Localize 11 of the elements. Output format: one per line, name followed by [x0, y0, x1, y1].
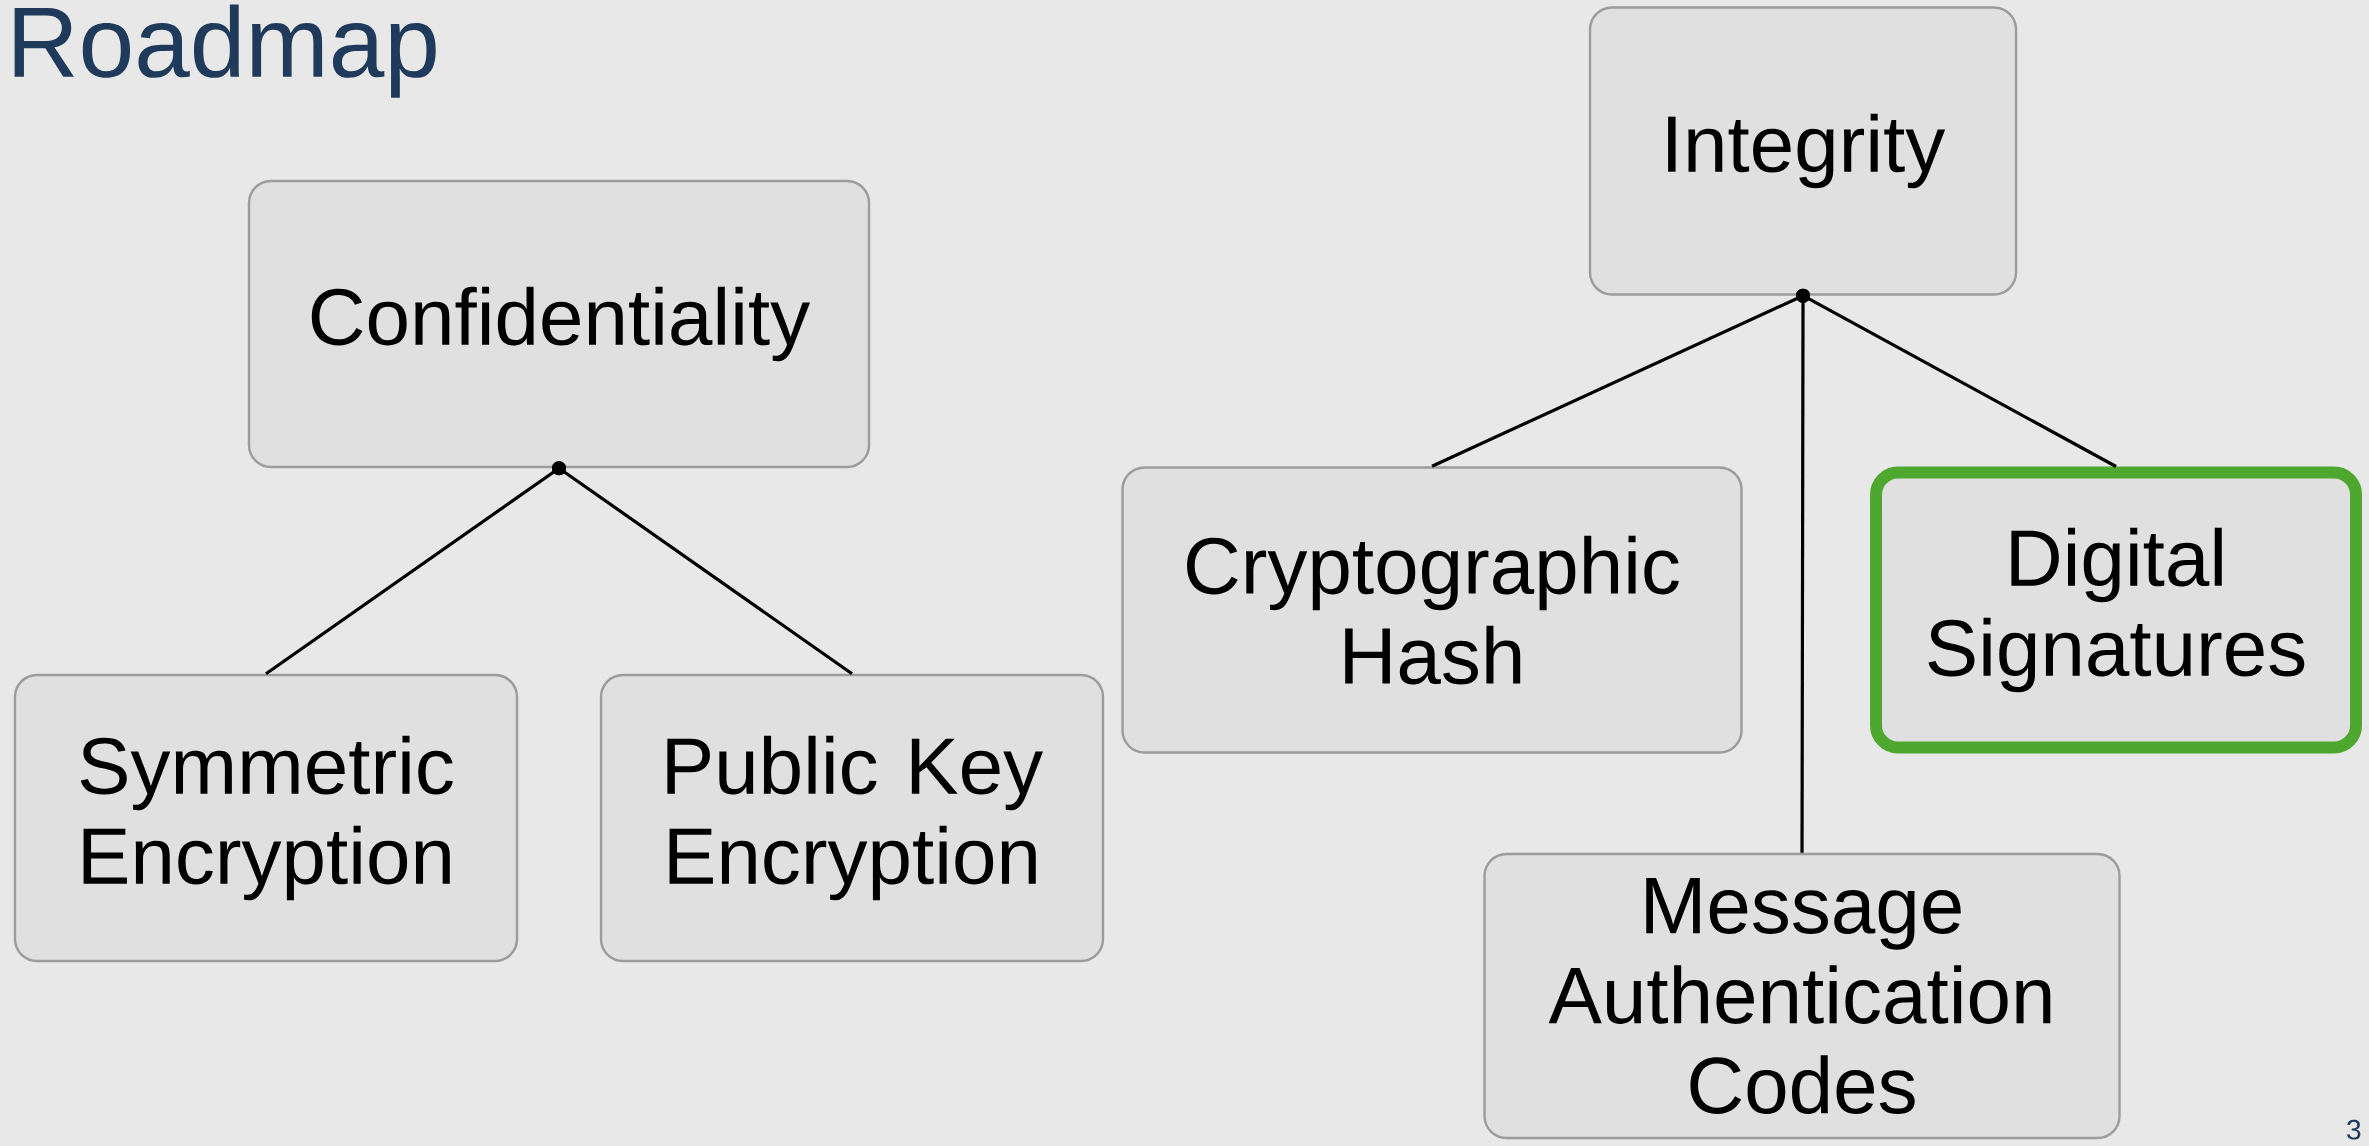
slide-title: Roadmap	[14, 4, 436, 98]
topic-box: Confidentiality	[247, 179, 871, 469]
connector-line	[1796, 288, 2117, 468]
page-number: 3	[2347, 1119, 2361, 1140]
topic-box: Symmetric Encryption	[13, 673, 519, 963]
topic-box: Message Authentication Codes	[1483, 852, 2121, 1140]
topic-box: Integrity	[1588, 6, 2018, 296]
topic-box: Public Key Encryption	[599, 673, 1105, 963]
topic-box: Cryptographic Hash	[1121, 466, 1743, 754]
connector-line	[552, 461, 853, 676]
highlighted-box: Digital Signatures	[1870, 466, 2363, 754]
